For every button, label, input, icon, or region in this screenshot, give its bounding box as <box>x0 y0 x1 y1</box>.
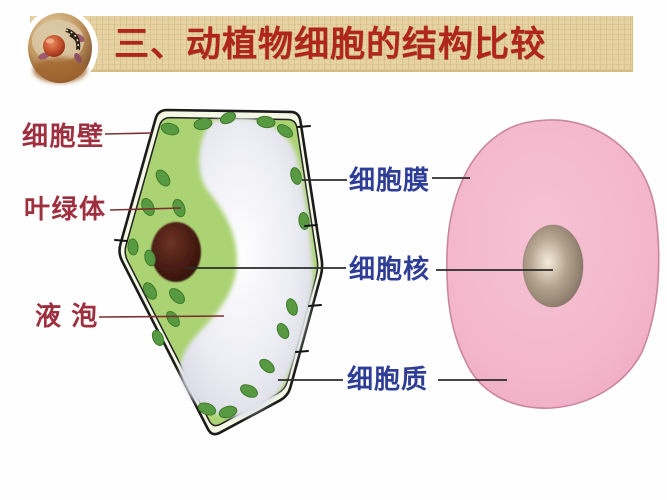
chloroplast-leader-line <box>109 207 182 211</box>
chloroplast-shape <box>155 169 171 187</box>
chloroplast-shape <box>197 402 217 416</box>
title-banner <box>30 16 633 72</box>
chloroplast-shape <box>259 358 275 374</box>
label-cell-wall: 细胞壁 <box>22 121 105 151</box>
icon-er-swirl <box>69 33 80 49</box>
leader-lines <box>98 132 553 381</box>
chloroplast-shape <box>218 405 238 419</box>
cell-model-icon-art <box>28 13 92 83</box>
label-cytoplasm: 细胞质 <box>347 364 429 394</box>
chloroplast-shape <box>151 329 165 347</box>
plant-cell <box>114 108 324 436</box>
label-chloroplast: 叶绿体 <box>24 194 107 224</box>
cell-model-icon <box>22 8 98 88</box>
chloroplast-shape <box>276 124 294 138</box>
icon-base-shade <box>33 57 87 83</box>
label-cell-nucleus: 细胞核 <box>349 254 431 284</box>
chloroplast-shape <box>142 282 158 300</box>
label-cell-membrane: 细胞膜 <box>349 165 431 195</box>
vacuole-leader-line <box>98 315 225 318</box>
page-title: 三、动植物细胞的结构比较 <box>114 25 547 64</box>
label-vacuole: 液 泡 <box>35 301 99 331</box>
plant-nucleus-shape <box>151 222 201 282</box>
chloroplast-shape <box>276 323 290 339</box>
chloroplasts <box>127 111 310 419</box>
chloroplast-shape <box>169 288 185 304</box>
chloroplast-shape <box>193 117 213 131</box>
animal-nucleus-shape <box>522 224 584 308</box>
chloroplast-shape <box>144 249 156 267</box>
chloroplast-shape <box>160 122 180 136</box>
wall-tick-marks <box>114 125 322 353</box>
icon-nucleus-highlight <box>46 38 54 44</box>
chloroplast-shape <box>290 167 302 185</box>
chloroplast-shape <box>286 298 298 316</box>
cell-wall-leader-line <box>104 132 153 135</box>
chloroplast-shape <box>219 111 237 125</box>
icon-organelle <box>74 53 82 63</box>
animal-cell <box>446 119 660 409</box>
chloroplast-shape <box>240 384 258 398</box>
chloroplast-shape <box>256 115 276 129</box>
chloroplast-shape <box>127 238 139 256</box>
